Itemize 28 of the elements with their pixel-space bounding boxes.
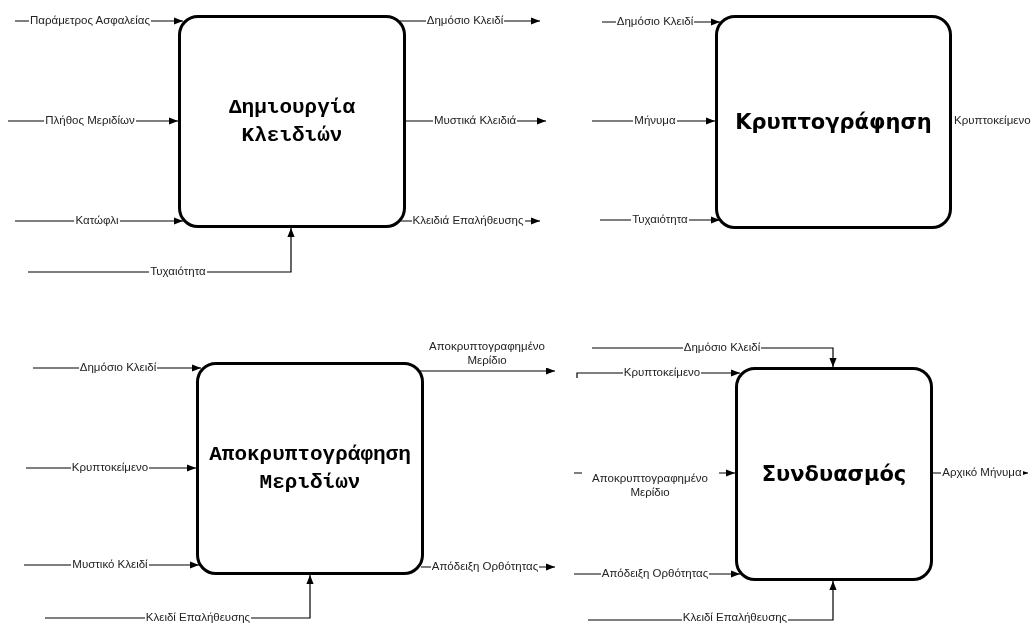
process-title: Δημιουργία Κλειδιών [228,95,356,149]
process-box [178,15,406,228]
process-title: Αποκρυπτογράφηση Μεριδίων [208,442,412,496]
edge-label: Δημόσιο Κλειδί [78,361,158,375]
edge-label: Αρχικό Μήνυμα [941,466,1023,480]
process-title: Συνδυασμός [761,462,907,486]
edge-label: Παράμετρος Ασφαλείας [29,14,151,28]
edge-label: Πλήθος Μεριδίων [44,114,136,128]
edge-label: Απόδειξη Ορθότητας [600,567,710,581]
edge-label: Κρυπτοκείμενο [622,366,702,380]
edge-label: Δημόσιο Κλειδί [682,341,762,355]
process-title: Κρυπτογράφηση [735,110,932,134]
edge-label: Κλειδιά Επαλήθευσης [411,214,525,228]
edge-label: Δημόσιο Κλειδί [425,14,505,28]
edge-label: Κλειδί Επαλήθευσης [144,611,252,625]
edge-label: Κρυπτοκείμενο [70,461,150,475]
edge-label: Κλειδί Επαλήθευσης [681,611,789,625]
process-box [196,362,424,575]
output-label: Κρυπτοκείμενο [953,114,1031,128]
edge-label: Δημόσιο Κλειδί [615,15,695,29]
process-box [715,15,952,229]
edge-label: Απόδειξη Ορθότητας [430,560,540,574]
edge-label: Κατώφλι [74,214,120,228]
process-box [735,367,933,581]
edge-label: Αποκρυπτογραφημένο Μερίδιο [581,472,719,500]
edge-label: Μήνυμα [633,114,677,128]
edge-label: Τυχαιότητα [631,213,689,227]
edge-label: Τυχαιότητα [149,265,207,279]
